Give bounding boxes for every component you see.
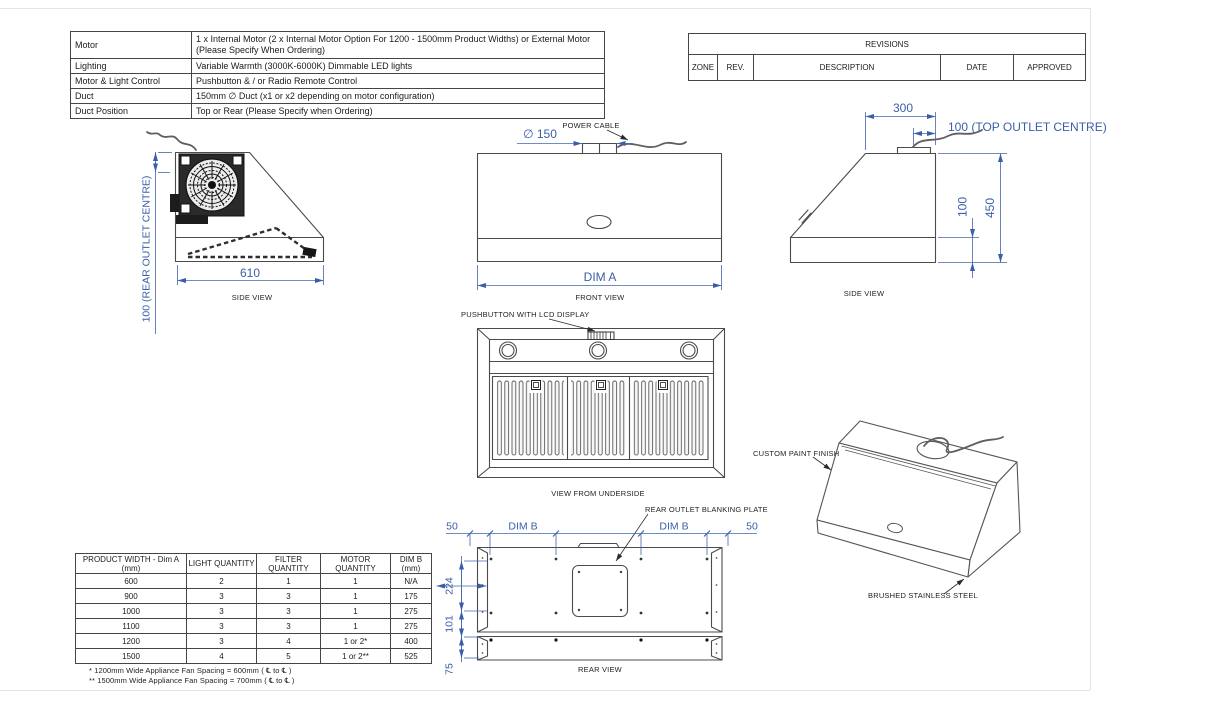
dim-band-100: 100: [956, 197, 970, 217]
power-cable-line: [923, 436, 1004, 454]
page-edge-top: [0, 8, 1090, 9]
power-cable-line: [912, 129, 983, 148]
spec-value: 1 x Internal Motor (2 x Internal Motor O…: [191, 31, 605, 59]
led-lights: [498, 341, 699, 360]
product-table-header-row: PRODUCT WIDTH - Dim A (mm) LIGHT QUANTIT…: [75, 553, 432, 574]
power-cable-line: [146, 131, 197, 151]
dim-height-450: 450: [983, 198, 997, 218]
lcd-callout: PUSHBUTTON WITH LCD DISPLAY: [461, 310, 589, 319]
underside-view: PUSHBUTTON WITH LCD DISPLAY VIEW FROM UN…: [461, 310, 726, 498]
footnotes: * 1200mm Wide Appliance Fan Spacing = 60…: [89, 666, 294, 686]
baffle-filters: [496, 379, 705, 456]
side-view-left: 610 100 (REAR OUTLET CENTRE) SIDE VIEW: [141, 131, 325, 334]
revisions-table: REVISIONS ZONE REV. DESCRIPTION DATE APP…: [687, 33, 1087, 81]
revisions-col-rev: REV.: [717, 54, 754, 81]
internal-motor: [170, 153, 245, 224]
footnote-1500: ** 1500mm Wide Appliance Fan Spacing = 7…: [89, 676, 295, 685]
paint-callout: CUSTOM PAINT FINISH: [753, 449, 839, 458]
hood-outline: [789, 152, 937, 264]
side-view-right-caption: SIDE VIEW: [844, 289, 885, 298]
filter-frame: [491, 375, 709, 461]
footnote-1200: * 1200mm Wide Appliance Fan Spacing = 60…: [89, 666, 292, 675]
dim-50-left: 50: [446, 521, 458, 533]
lcd-pushbutton-panel: [587, 331, 615, 340]
side-view-right: 300 100 (TOP OUTLET CENTRE) 450 100 SIDE…: [789, 101, 1107, 298]
dim-rear-outlet-centre: 100 (REAR OUTLET CENTRE): [141, 176, 153, 323]
blanking-plate: [571, 564, 629, 618]
dim-224: 224: [444, 577, 456, 595]
top-outlet-tab: [577, 542, 620, 549]
dim-75: 75: [444, 663, 456, 675]
rear-view-caption: REAR VIEW: [578, 665, 623, 674]
power-cable-line: [617, 141, 687, 148]
dim-top-depth: 300: [893, 101, 913, 115]
front-view: ∅ 150 POWER CABLE DIM A FRONT VIEW: [476, 121, 723, 302]
isometric-view: CUSTOM PAINT FINISH BRUSHED STAINLESS ST…: [753, 420, 1021, 600]
dim-b-left: DIM B: [508, 521, 537, 533]
steel-callout: BRUSHED STAINLESS STEEL: [868, 591, 978, 600]
logo-oval: [887, 522, 903, 534]
baffle-filter-dashed: [187, 226, 317, 259]
duct-collar: [896, 146, 932, 155]
dim-width-a: DIM A: [584, 270, 617, 284]
dim-50-right: 50: [746, 521, 758, 533]
revisions-col-description: DESCRIPTION: [753, 54, 941, 81]
dim-duct-diameter: ∅ 150: [523, 127, 557, 141]
page-edge-right: [1090, 8, 1091, 690]
spec-label: Motor: [70, 31, 192, 59]
mounting-holes: [481, 557, 718, 654]
hood-outline: [476, 327, 726, 479]
hood-outline: [476, 152, 723, 263]
blanking-plate-callout: REAR OUTLET BLANKING PLATE: [645, 505, 768, 514]
revisions-col-approved: APPROVED: [1012, 54, 1087, 81]
spec-table: Motor 1 x Internal Motor (2 x Internal M…: [70, 31, 605, 119]
spec-value: Top or Rear (Please Specify when Orderin…: [191, 103, 605, 119]
power-cable-label: POWER CABLE: [562, 121, 619, 130]
hood-outline: [174, 151, 325, 263]
dim-b-right: DIM B: [659, 521, 688, 533]
side-view-left-caption: SIDE VIEW: [232, 293, 273, 302]
page-edge-bottom: [0, 690, 1090, 691]
dim-top-outlet-centre: 100 (TOP OUTLET CENTRE): [948, 120, 1107, 134]
underside-caption: VIEW FROM UNDERSIDE: [551, 489, 644, 498]
rear-view: REAR OUTLET BLANKING PLATE 50 DIM B DIM …: [436, 505, 768, 675]
front-view-caption: FRONT VIEW: [576, 293, 626, 302]
product-table: PRODUCT WIDTH - Dim A (mm) LIGHT QUANTIT…: [75, 553, 432, 664]
hood-outline: [476, 546, 723, 633]
logo-oval: [586, 214, 612, 230]
dim-width-610: 610: [240, 266, 260, 280]
revisions-col-zone: ZONE: [688, 54, 718, 81]
dim-101: 101: [444, 615, 456, 633]
spec-label: Duct Position: [70, 103, 192, 119]
